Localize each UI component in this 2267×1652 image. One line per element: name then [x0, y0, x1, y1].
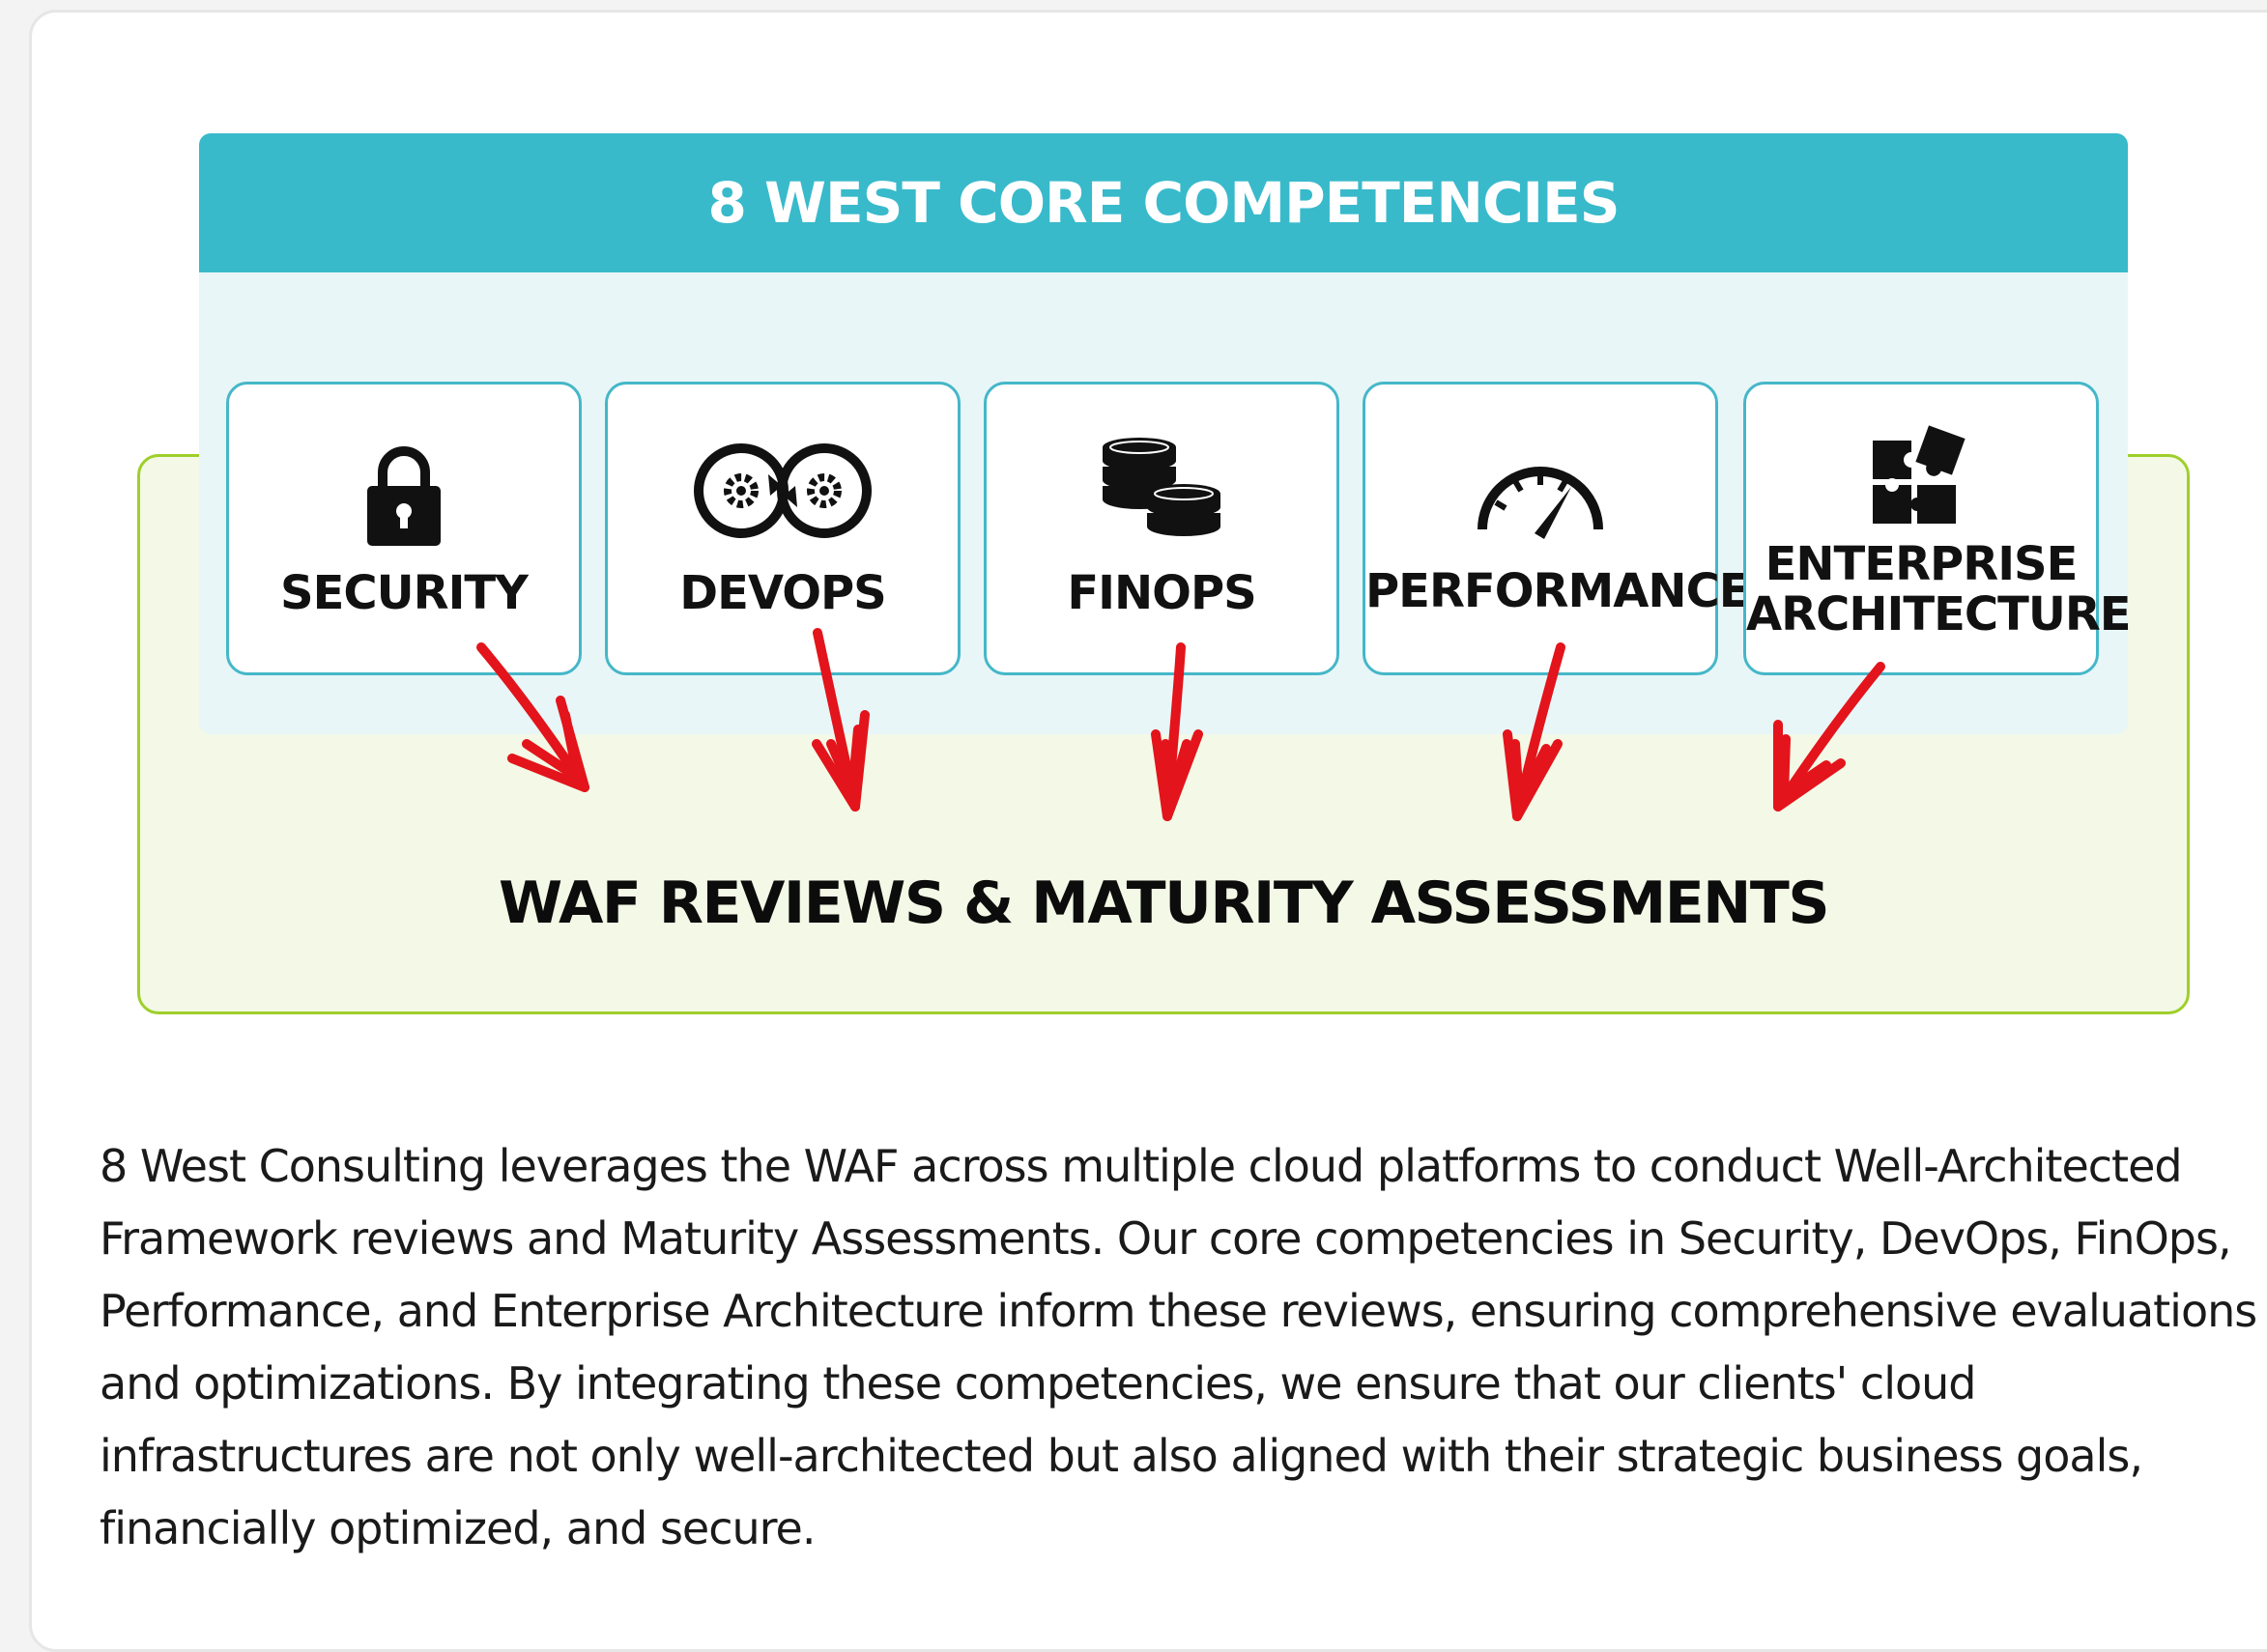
description-paragraph: 8 West Consulting leverages the WAF acro…: [100, 1140, 2257, 1554]
arrow-performance: [1503, 642, 1565, 821]
arrow-finops: [1151, 642, 1203, 821]
competency-tile-devops: DEVOPS: [605, 382, 961, 675]
tile-label-enterprise-architecture: ENTERPRISE ARCHITECTURE: [1746, 537, 2132, 641]
speedometer-icon: [1478, 467, 1603, 539]
tile-label-finops: FINOPS: [1067, 566, 1256, 620]
panel-title: 8 WEST CORE COMPETENCIES: [707, 170, 1621, 236]
arrow-devops: [812, 628, 870, 812]
tile-label-devops: DEVOPS: [679, 566, 887, 620]
devops-gears-icon: [694, 443, 872, 538]
competency-tile-performance: PERFORMANCE: [1363, 382, 1751, 675]
arrow-enterprise-architecture: [1773, 662, 1885, 812]
competency-tile-enterprise-architecture: ENTERPRISE ARCHITECTURE: [1743, 382, 2132, 675]
puzzle-icon: [1873, 425, 1966, 524]
tile-label-performance: PERFORMANCE: [1365, 564, 1751, 618]
panel-header: 8 WEST CORE COMPETENCIES: [199, 133, 2128, 272]
arrow-security: [476, 642, 589, 792]
lock-icon: [367, 446, 441, 546]
outcome-label: WAF REVIEWS & MATURITY ASSESSMENTS: [498, 869, 1830, 937]
competency-tile-security: SECURITY: [226, 382, 582, 675]
tile-label-security: SECURITY: [280, 566, 529, 620]
arrows-layer: [476, 628, 1885, 821]
coins-icon: [1103, 438, 1220, 536]
competency-tile-finops: FINOPS: [984, 382, 1339, 675]
